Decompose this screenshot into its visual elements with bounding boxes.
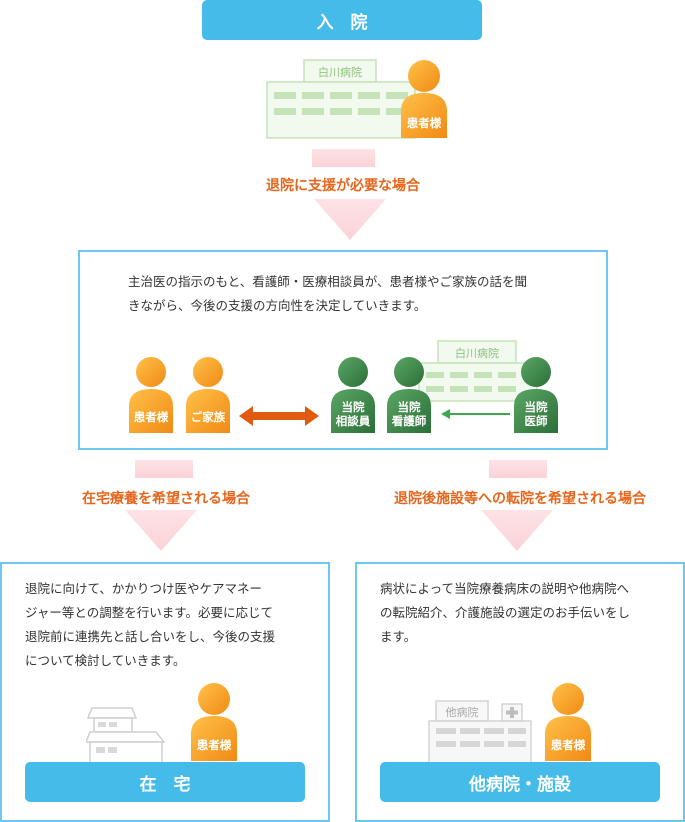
label-line: 当院 [341,400,365,414]
condition-discharge-support: 退院に支援が必要な場合 [266,178,420,194]
nurse-label: 当院 看護師 [386,400,432,428]
label-line: 当院 [524,400,548,414]
label-line: 相談員 [335,414,371,428]
text-line: 退院に向けて、かかりつけ医やケアマネー [25,581,263,596]
doctor-person-icon [513,356,559,434]
transfer-text: 病状によって当院療養病床の説明や他病院へ の転院紹介、介護施設の選定のお手伝いを… [380,577,675,649]
doctor-label: 当院 医師 [513,400,559,428]
hospital-name-middle: 白川病院 [455,347,499,360]
down-arrow-icon [479,460,555,552]
counselor-label: 当院 相談員 [330,400,376,428]
other-hospital-building-icon [428,700,532,764]
family-label: ご家族 [190,410,226,424]
patient-label-left: 患者様 [196,738,232,752]
patient-person-icon [544,682,592,762]
house-icon [84,706,166,764]
consultation-text: 主治医の指示のもと、看護師・医療相談員が、患者様やご家族の話を聞 きながら、今後… [128,270,578,318]
family-person-icon [185,356,231,434]
text-line: について検討していきます。 [25,653,186,668]
text-line: ジャー等との調整を行います。必要に応じて [25,605,274,620]
down-arrow-icon [312,149,388,241]
label-line: 看護師 [391,414,427,428]
text-line: きながら、今後の支援の方向性を決定していきます。 [128,298,427,313]
text-line: の転院紹介、介護施設の選定のお手伝いをし [380,605,631,620]
condition-transfer: 退院後施設等への転院を希望される場合 [394,491,646,507]
admission-header: 入 院 [202,0,482,40]
patient-label-right: 患者様 [550,738,586,752]
double-arrow-icon [238,405,320,427]
patient-label-middle: 患者様 [133,410,169,424]
home-care-text: 退院に向けて、かかりつけ医やケアマネー ジャー等との調整を行います。必要に応じて… [25,577,320,673]
patient-person-icon [190,682,238,762]
hospital-name-top: 白川病院 [318,66,362,79]
other-hospital-name: 他病院 [445,706,479,719]
counselor-person-icon [330,356,376,434]
hospital-building-icon [266,58,416,140]
patient-person-icon [400,59,448,139]
transfer-result-label: 他病院・施設 [469,774,571,795]
label-line: 医師 [524,414,548,428]
home-result-label: 在 宅 [139,774,191,795]
text-line: 退院前に連携先と話し合いをし、今後の支援 [25,629,276,644]
text-line: 病状によって当院療養病床の説明や他病院へ [380,581,630,596]
transfer-result-bar: 他病院・施設 [380,762,660,802]
admission-title: 入 院 [316,12,368,33]
nurse-person-icon [386,356,432,434]
label-line: 当院 [397,400,421,414]
patient-person-icon [128,356,174,434]
left-arrow-icon [441,405,511,419]
condition-home-care: 在宅療養を希望される場合 [82,491,250,507]
text-line: 主治医の指示のもと、看護師・医療相談員が、患者様やご家族の話を聞 [128,274,528,289]
text-line: ます。 [380,629,417,644]
home-result-bar: 在 宅 [25,762,305,802]
patient-label-top: 患者様 [406,116,442,130]
down-arrow-icon [123,460,199,552]
